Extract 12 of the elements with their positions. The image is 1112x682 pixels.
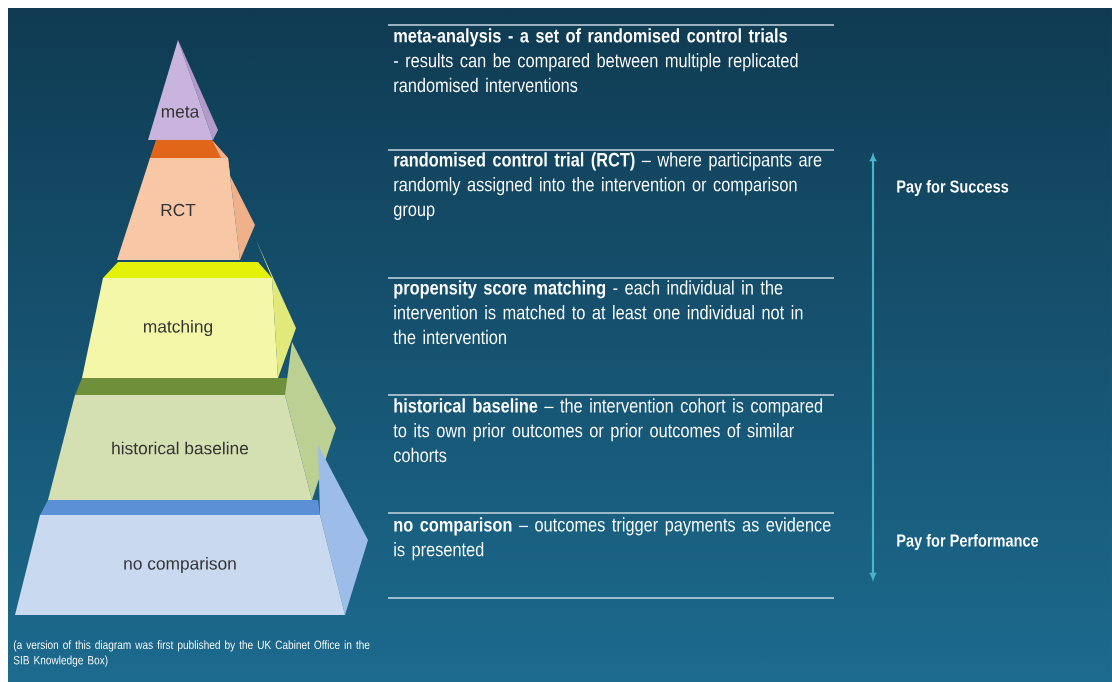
pyramid-layer: matching <box>82 240 296 378</box>
pyramid-layer: historical baseline <box>48 342 336 500</box>
description-text: randomised control trial (RCT) – where participants are randomly assigned into the intervention or comparison group <box>393 152 822 220</box>
description-text: propensity score matching - each individual in the intervention is matched to at least one individual not in the intervention <box>393 280 803 345</box>
description-text: no comparison – outcomes trigger payments as evidence is presented <box>394 517 831 561</box>
pyramid-layer: meta <box>148 40 218 140</box>
description-text: meta-analysis - a set of randomised control trials - results can be compared between multiple replicated randomised interventions <box>394 28 798 93</box>
scale-label: Pay for Performance <box>897 533 1039 551</box>
scale-label: Pay for Success <box>897 179 1009 197</box>
caption: (a version of this diagram was first published by the UK Cabinet Office in the SIB Knowledge Box) <box>13 640 370 667</box>
description-text: historical baseline – the intervention cohort is compared to its own prior outcomes or prior outcomes of similar cohorts <box>393 398 823 463</box>
pyramid-layer: RCT <box>117 140 255 260</box>
